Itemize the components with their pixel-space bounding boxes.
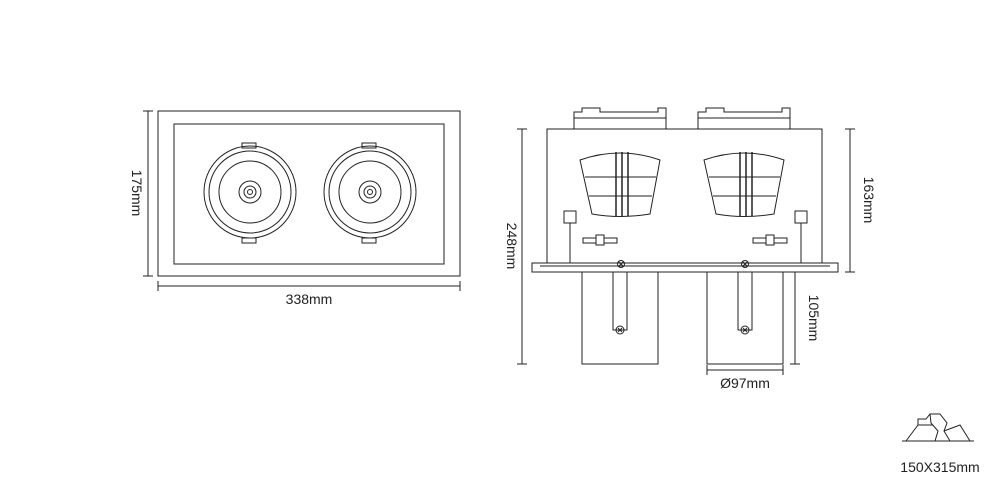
side-lamp-body-left — [581, 271, 659, 365]
side-lamp-height-dimension: 105mm — [790, 271, 822, 365]
front-height-label: 175mm — [129, 170, 145, 217]
front-lamp-right — [323, 142, 417, 244]
side-view: 248mm 163mm 105mm Ø97mm — [504, 107, 877, 391]
side-total-height-label: 248mm — [504, 223, 520, 270]
front-outer-frame — [157, 110, 461, 277]
side-clip-right — [794, 210, 808, 263]
side-lamp-body-right — [706, 271, 784, 365]
side-lamp-diameter-label: Ø97mm — [720, 375, 770, 391]
cutout-icon: 150X315mm — [900, 413, 980, 475]
side-body-height-dimension: 163mm — [845, 128, 877, 273]
side-optic-right — [703, 152, 785, 217]
side-lamp-diameter-dimension: Ø97mm — [706, 365, 784, 391]
side-body-height-label: 163mm — [861, 177, 877, 224]
side-optic-left — [579, 152, 661, 217]
front-inner-frame — [173, 123, 445, 265]
side-screw-right — [741, 260, 749, 268]
side-flange — [531, 262, 839, 273]
side-bracket-left — [582, 234, 618, 246]
side-top-driver-left — [573, 107, 667, 129]
side-clip-left — [563, 210, 577, 263]
side-bracket-right — [752, 234, 788, 246]
side-top-driver-right — [697, 107, 791, 129]
front-width-dimension: 338mm — [157, 281, 461, 307]
front-height-dimension: 175mm — [129, 110, 153, 277]
front-lamp-left — [203, 142, 297, 244]
cutout-label: 150X315mm — [900, 459, 979, 475]
side-screw-left — [617, 260, 625, 268]
side-lamp-height-label: 105mm — [806, 295, 822, 342]
front-width-label: 338mm — [286, 291, 333, 307]
side-total-height-dimension: 248mm — [504, 128, 527, 365]
front-view: 338mm 175mm — [129, 110, 461, 307]
